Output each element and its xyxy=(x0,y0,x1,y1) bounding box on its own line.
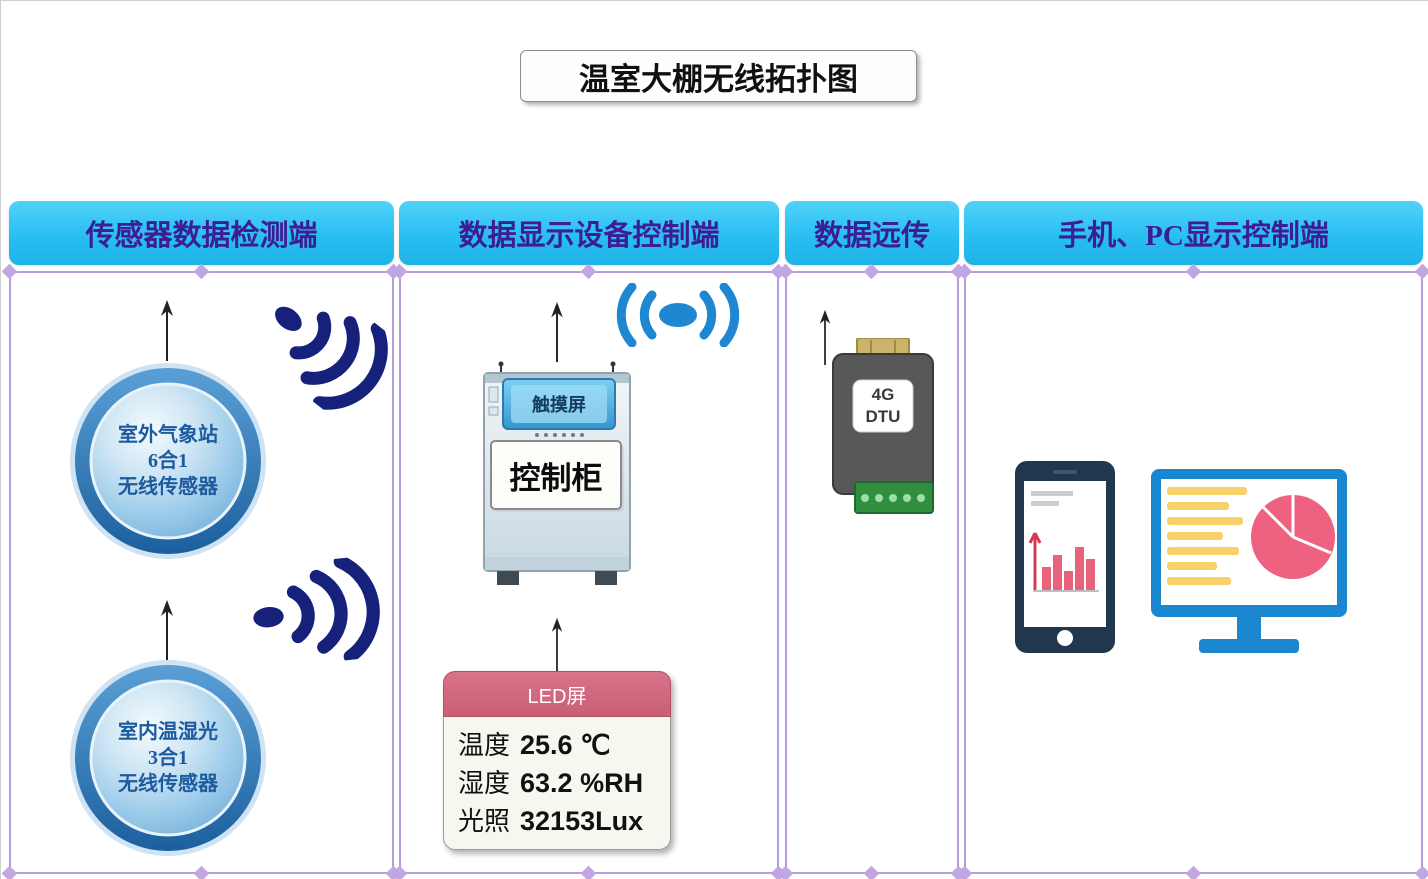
smartphone-icon xyxy=(1015,461,1115,653)
monitor-icon xyxy=(1151,469,1347,653)
dtu-label-line: 4G xyxy=(871,384,895,404)
outdoor-sensor-node: 室外气象站 6合1 无线传感器 xyxy=(68,361,268,561)
reading-value: 32153Lux xyxy=(520,806,644,836)
label-line: 室内温湿光 xyxy=(118,721,218,743)
label-line: 6合1 xyxy=(148,450,188,472)
led-reading-temperature: 温度 25.6 ℃ xyxy=(458,725,670,763)
column-header-remote: 数据远传 xyxy=(785,201,959,265)
wireless-signal-icon xyxy=(275,306,388,410)
column-header-sensors: 传感器数据检测端 xyxy=(9,201,394,265)
panel-sensors: 室外气象站 6合1 无线传感器 室内温湿光 3 xyxy=(1,263,402,879)
led-reading-light: 光照 32153Lux xyxy=(458,801,670,839)
control-cabinet-icon xyxy=(483,361,631,585)
led-panel-title: LED屏 xyxy=(443,671,671,717)
sensor-sphere-icon xyxy=(70,363,266,559)
antenna-icon xyxy=(161,600,173,661)
reading-label: 光照 xyxy=(458,807,511,836)
wireless-signal-icon xyxy=(253,555,380,664)
antenna-icon xyxy=(551,617,563,673)
indoor-sensor-node: 室内温湿光 3合1 无线传感器 xyxy=(68,658,268,858)
led-reading-humidity: 湿度 63.2 %RH xyxy=(458,763,670,801)
touch-screen-label: 触摸屏 xyxy=(532,395,586,415)
reading-label: 温度 xyxy=(458,731,511,760)
dtu-label: 4G DTU xyxy=(853,380,913,432)
control-cabinet-label: 控制柜 xyxy=(509,460,603,496)
label-line: 3合1 xyxy=(148,747,188,769)
led-panel-body: 温度 25.6 ℃ 湿度 63.2 %RH 光照 32153Lux xyxy=(443,717,671,850)
reading-label: 湿度 xyxy=(458,769,511,798)
dtu-device-icon xyxy=(832,338,934,514)
antenna-icon xyxy=(819,309,831,365)
antenna-icon xyxy=(551,301,563,363)
panel-clients xyxy=(956,263,1428,879)
led-display-panel: LED屏 温度 25.6 ℃ 湿度 63.2 %RH 光照 32153Lux xyxy=(443,671,671,850)
reading-value: 25.6 ℃ xyxy=(520,730,611,760)
label-line: 室外气象站 xyxy=(118,424,218,446)
diagram-title: 温室大棚无线拓扑图 xyxy=(520,50,917,102)
outdoor-sensor-label: 室外气象站 6合1 无线传感器 xyxy=(68,361,268,561)
reading-value: 63.2 %RH xyxy=(520,768,644,798)
label-line: 无线传感器 xyxy=(118,773,218,795)
panel-remote: 4G DTU xyxy=(777,263,967,879)
column-header-clients: 手机、PC显示控制端 xyxy=(964,201,1423,265)
sensor-sphere-icon xyxy=(70,660,266,856)
panel-display-control: 触摸屏 控制柜 LED屏 温度 25.6 ℃ 湿度 63.2 %RH 光照 xyxy=(391,263,787,879)
antenna-icon xyxy=(161,300,173,361)
column-header-display: 数据显示设备控制端 xyxy=(399,201,779,265)
wifi-broadcast-icon xyxy=(616,283,740,347)
label-line: 无线传感器 xyxy=(118,476,218,498)
dtu-label-line: DTU xyxy=(865,407,901,426)
indoor-sensor-label: 室内温湿光 3合1 无线传感器 xyxy=(68,658,268,858)
